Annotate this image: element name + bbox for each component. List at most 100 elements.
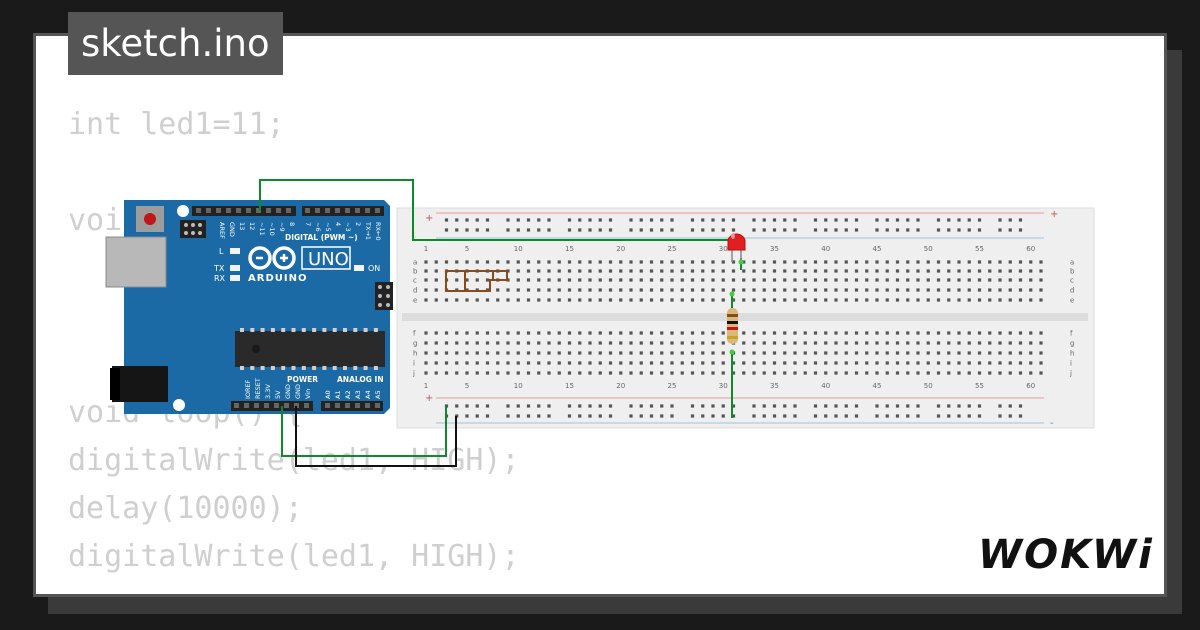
breadboard-hole xyxy=(783,278,787,282)
rail-hole xyxy=(455,228,459,232)
breadboard-hole xyxy=(506,260,510,264)
breadboard-hole xyxy=(516,288,520,292)
wire-black-gnd[interactable] xyxy=(295,406,457,467)
led-label-tx: TX xyxy=(213,264,225,273)
breadboard-hole xyxy=(916,351,920,355)
chip-pin xyxy=(240,328,244,332)
rail-hole xyxy=(475,218,479,222)
breadboard-hole xyxy=(1029,288,1033,292)
breadboard-hole xyxy=(424,298,428,302)
rail-hole xyxy=(506,414,510,418)
breadboard-hole xyxy=(649,269,654,273)
breadboard-hole xyxy=(998,361,1002,365)
column-number: 40 xyxy=(821,245,830,253)
breadboard-hole xyxy=(834,288,838,292)
header-pin xyxy=(284,403,289,408)
breadboard-hole xyxy=(588,341,592,345)
column-number: 45 xyxy=(873,382,882,390)
breadboard-hole xyxy=(731,269,736,273)
breadboard-hole xyxy=(711,331,715,335)
breadboard-hole xyxy=(588,351,592,355)
header-pin xyxy=(206,208,211,213)
breadboard-hole xyxy=(793,351,797,355)
breadboard-hole xyxy=(516,269,520,273)
breadboard-hole xyxy=(865,351,869,355)
wire-green-5v[interactable] xyxy=(281,406,447,457)
breadboard-hole xyxy=(875,351,879,355)
power-header xyxy=(231,401,313,411)
breadboard-hole xyxy=(608,288,613,292)
breadboard-hole xyxy=(721,298,725,302)
terminal-holes[interactable] xyxy=(424,260,1043,375)
resistor[interactable] xyxy=(727,259,744,355)
rail-hole xyxy=(947,228,951,232)
breadboard-hole xyxy=(865,341,869,345)
rail-hole xyxy=(485,228,490,232)
rail-hole xyxy=(783,218,787,222)
breadboard-hole xyxy=(629,260,633,264)
breadboard-hole xyxy=(711,371,715,375)
breadboard-hole xyxy=(865,278,869,282)
rail-hole xyxy=(977,218,982,222)
breadboard-hole xyxy=(844,371,848,375)
uno-badge xyxy=(301,246,351,270)
header-pin xyxy=(335,403,340,408)
breadboard-hole xyxy=(936,351,941,355)
breadboard-hole xyxy=(578,278,582,282)
breadboard-hole xyxy=(639,371,643,375)
arduino-uno-board[interactable]: AREF GND 13 12 ~11 ~10 ~9 8 7 ~6 ~5 4 ~3… xyxy=(105,200,393,414)
row-letter: g xyxy=(1070,340,1074,348)
breadboard-hole xyxy=(567,269,572,273)
rail-hole xyxy=(670,414,674,418)
breadboard-hole xyxy=(824,269,828,273)
rail-hole xyxy=(1008,414,1012,418)
breadboard-hole xyxy=(660,260,664,264)
header-pin xyxy=(375,208,380,213)
rail-hole xyxy=(649,414,654,418)
rail-hole xyxy=(629,414,633,418)
breadboard-hole xyxy=(834,351,838,355)
breadboard-hole xyxy=(834,341,838,345)
rail-hole xyxy=(690,414,695,418)
breadboard-hole xyxy=(936,288,941,292)
breadboard-hole xyxy=(690,269,695,273)
pin-label-gnd-1: GND xyxy=(284,384,292,399)
breadboard-hole xyxy=(783,351,787,355)
rail-hole xyxy=(834,404,838,408)
pin-label-a5: A5 xyxy=(374,390,382,399)
breadboard-hole xyxy=(834,260,838,264)
jumper-wires-brown[interactable] xyxy=(445,270,508,292)
breadboard-hole xyxy=(506,351,510,355)
pin-label-a0: A0 xyxy=(324,390,332,399)
breadboard-hole xyxy=(588,269,592,273)
rail-hole xyxy=(906,414,910,418)
breadboard-hole xyxy=(772,260,777,264)
breadboard-hole xyxy=(701,298,705,302)
breadboard-hole xyxy=(803,331,807,335)
breadboard-hole xyxy=(926,331,930,335)
rail-hole xyxy=(731,414,736,418)
breadboard-hole xyxy=(557,288,561,292)
rail-holes[interactable] xyxy=(444,218,1023,418)
breadboard-hole xyxy=(824,361,828,365)
row-letter: i xyxy=(1070,360,1072,368)
header-pin xyxy=(325,208,330,213)
breadboard-hole xyxy=(977,269,982,273)
breadboard-hole xyxy=(608,331,613,335)
breadboard-hole xyxy=(557,361,561,365)
column-number: 10 xyxy=(514,245,523,253)
breadboard-hole xyxy=(936,269,941,273)
rail-hole xyxy=(608,228,613,232)
rail-hole xyxy=(516,218,520,222)
breadboard-hole xyxy=(516,331,520,335)
breadboard-hole xyxy=(793,361,797,365)
wire-green-pin11[interactable] xyxy=(259,179,732,241)
header-pin xyxy=(264,403,269,408)
rail-hole xyxy=(721,228,725,232)
file-tab[interactable]: sketch.ino xyxy=(68,12,283,75)
breadboard-hole xyxy=(496,331,500,335)
breadboard-hole xyxy=(813,269,818,273)
pin-label-2: 2 xyxy=(354,222,362,226)
file-tab-label: sketch.ino xyxy=(81,22,270,65)
breadboard-hole xyxy=(885,288,889,292)
